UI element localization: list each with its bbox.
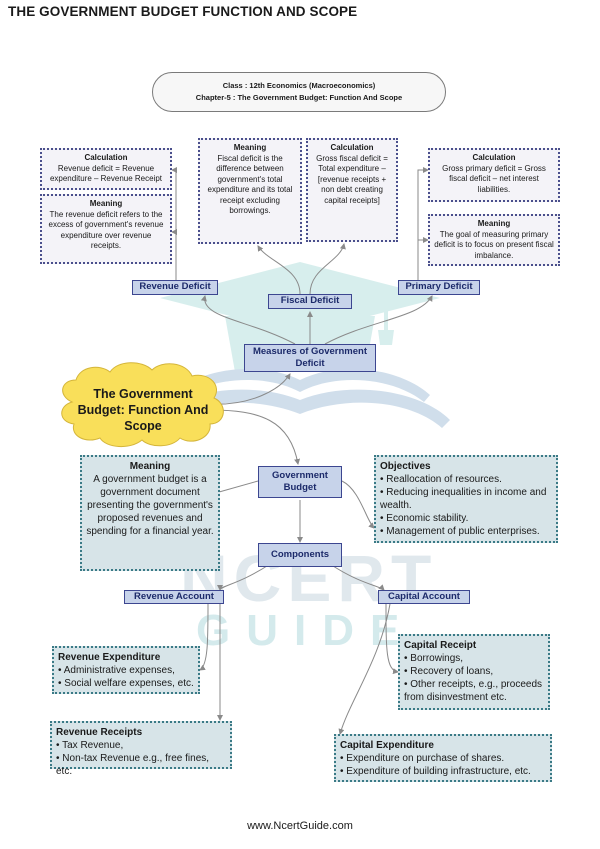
revenue-deficit-calculation: Calculation Revenue deficit = Revenue ex… bbox=[40, 148, 172, 190]
class-line: Class : 12th Economics (Macroeconomics) bbox=[222, 81, 376, 90]
government-budget-node: Government Budget bbox=[258, 466, 342, 498]
budget-meaning-heading: Meaning bbox=[129, 461, 171, 472]
fiscal-deficit-calculation-text: Gross fiscal deficit = Total expenditure… bbox=[316, 153, 388, 205]
capital-receipt-heading: Capital Receipt bbox=[404, 640, 477, 651]
capital-account-node: Capital Account bbox=[378, 590, 470, 604]
revenue-receipts-item: • Non-tax Revenue e.g., free fines, etc. bbox=[56, 753, 210, 777]
objective-item: • Reducing inequalities in income and we… bbox=[380, 487, 547, 511]
revenue-deficit-calculation-text: Revenue deficit = Revenue expenditure – … bbox=[49, 163, 163, 184]
capital-expenditure-item: • Expenditure of building infrastructure… bbox=[340, 766, 531, 777]
revenue-expenditure-item: • Administrative expenses, bbox=[58, 665, 175, 676]
watermark-guide: GUIDE bbox=[196, 606, 416, 655]
fiscal-deficit-node: Fiscal Deficit bbox=[268, 294, 352, 309]
objective-item: • Management of public enterprises. bbox=[380, 526, 540, 537]
revenue-deficit-calculation-heading: Calculation bbox=[84, 153, 128, 162]
chapter-header: Class : 12th Economics (Macroeconomics) … bbox=[152, 72, 446, 112]
primary-deficit-node: Primary Deficit bbox=[398, 280, 480, 295]
primary-deficit-meaning: Meaning The goal of measuring primary de… bbox=[428, 214, 560, 266]
fiscal-deficit-calculation: Calculation Gross fiscal deficit = Total… bbox=[306, 138, 398, 242]
capital-expenditure-box: Capital Expenditure • Expenditure on pur… bbox=[334, 734, 552, 782]
footer-url[interactable]: www.NcertGuide.com bbox=[247, 820, 353, 832]
primary-deficit-calculation: Calculation Gross primary deficit = Gros… bbox=[428, 148, 560, 202]
primary-deficit-meaning-heading: Meaning bbox=[477, 219, 511, 228]
capital-expenditure-heading: Capital Expenditure bbox=[340, 740, 434, 751]
measures-of-deficit-node: Measures of Government Deficit bbox=[244, 344, 376, 372]
budget-meaning-text: A government budget is a government docu… bbox=[86, 474, 214, 537]
components-node: Components bbox=[258, 543, 342, 567]
fiscal-deficit-calculation-heading: Calculation bbox=[330, 143, 374, 152]
primary-deficit-calculation-heading: Calculation bbox=[472, 153, 516, 162]
objective-item: • Economic stability. bbox=[380, 513, 469, 524]
objectives-heading: Objectives bbox=[380, 461, 431, 472]
revenue-deficit-node: Revenue Deficit bbox=[132, 280, 218, 295]
capital-receipt-item: • Other receipts, e.g., proceeds from di… bbox=[404, 679, 543, 703]
revenue-account-node: Revenue Account bbox=[124, 590, 224, 604]
revenue-receipts-box: Revenue Receipts • Tax Revenue, • Non-ta… bbox=[50, 721, 232, 777]
fiscal-deficit-meaning: Meaning Fiscal deficit is the difference… bbox=[198, 138, 302, 244]
capital-receipt-item: • Recovery of loans, bbox=[404, 666, 494, 677]
revenue-deficit-meaning: Meaning The revenue deficit refers to th… bbox=[40, 194, 172, 264]
fiscal-deficit-meaning-text: Fiscal deficit is the difference between… bbox=[207, 153, 293, 216]
revenue-expenditure-heading: Revenue Expenditure bbox=[58, 652, 161, 663]
objectives-box: Objectives • Reallocation of resources. … bbox=[374, 455, 558, 543]
chapter-line: Chapter-5 : The Government Budget: Funct… bbox=[195, 93, 403, 102]
primary-deficit-calculation-text: Gross primary deficit = Gross fiscal def… bbox=[442, 163, 546, 194]
fiscal-deficit-meaning-heading: Meaning bbox=[233, 143, 267, 152]
revenue-deficit-meaning-heading: Meaning bbox=[89, 199, 123, 208]
central-topic: The Government Budget: Function And Scop… bbox=[77, 387, 209, 433]
revenue-expenditure-item: • Social welfare expenses, etc. bbox=[58, 678, 194, 689]
capital-receipt-box: Capital Receipt • Borrowings, • Recovery… bbox=[398, 634, 550, 710]
primary-deficit-meaning-text: The goal of measuring primary deficit is… bbox=[434, 229, 554, 260]
capital-expenditure-item: • Expenditure on purchase of shares. bbox=[340, 753, 505, 764]
revenue-receipts-heading: Revenue Receipts bbox=[56, 727, 143, 738]
revenue-receipts-item: • Tax Revenue, bbox=[56, 740, 124, 751]
revenue-expenditure-box: Revenue Expenditure • Administrative exp… bbox=[52, 646, 200, 694]
objective-item: • Reallocation of resources. bbox=[380, 474, 502, 485]
page-title: THE GOVERNMENT BUDGET FUNCTION AND SCOPE bbox=[8, 4, 358, 19]
revenue-deficit-meaning-text: The revenue deficit refers to the excess… bbox=[48, 209, 164, 251]
budget-meaning-box: Meaning A government budget is a governm… bbox=[80, 455, 220, 571]
capital-receipt-item: • Borrowings, bbox=[404, 653, 464, 664]
